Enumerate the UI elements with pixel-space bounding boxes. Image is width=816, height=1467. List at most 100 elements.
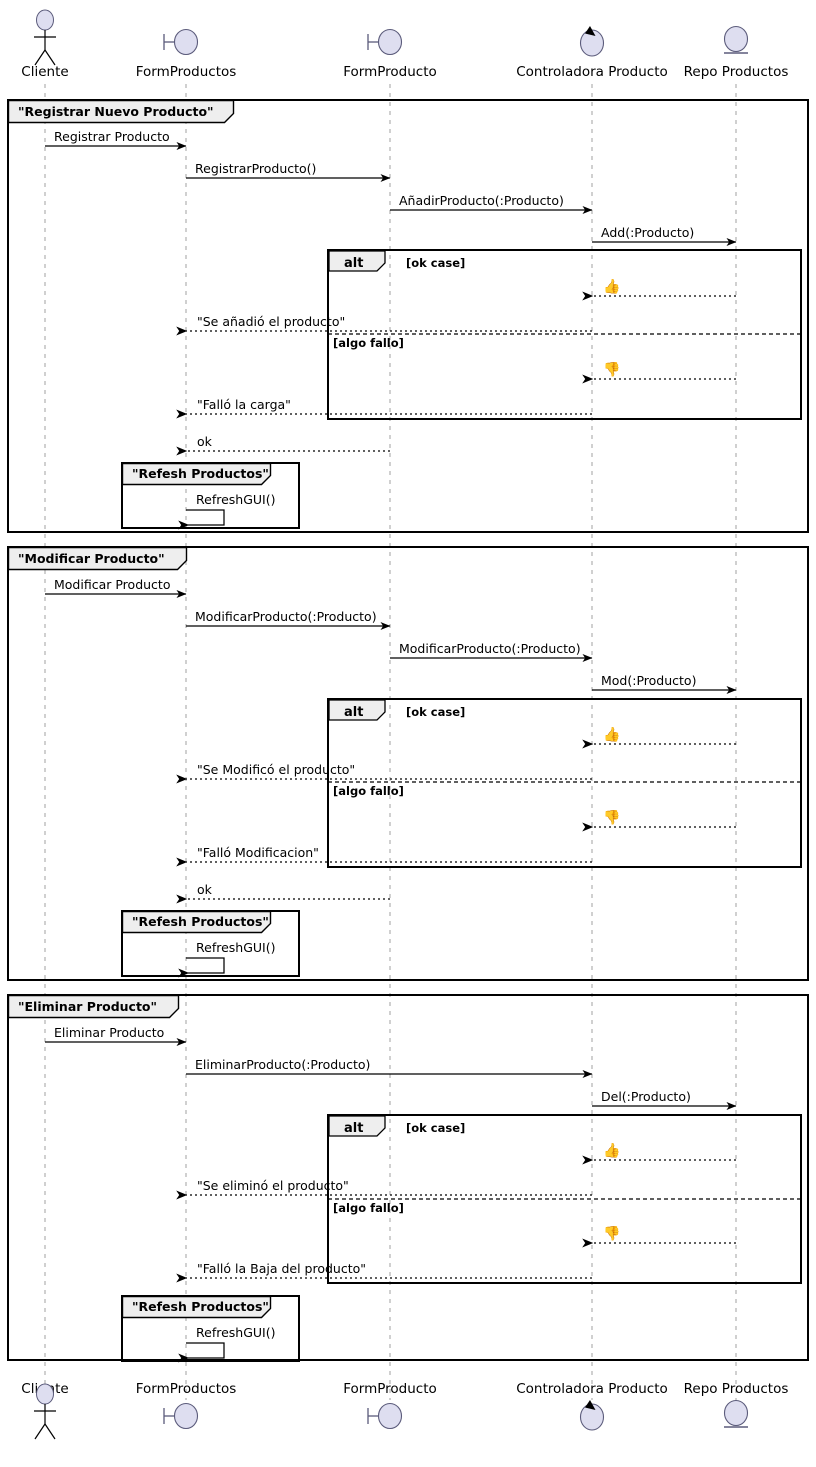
thumbs-up-icon: 👍 <box>603 726 620 743</box>
message-m21: Eliminar Producto <box>45 1025 187 1046</box>
message-label-m11: Modificar Producto <box>54 577 170 592</box>
message-m11: Modificar Producto <box>45 577 187 598</box>
message-m22: EliminarProducto(:Producto) <box>186 1057 593 1078</box>
frame-registrar: "Registrar Nuevo Producto" <box>7 99 809 533</box>
participant-label-cliente: Cliente <box>21 64 68 80</box>
thumbs-down-icon: 👎 <box>603 809 620 826</box>
actor-stickman-icon <box>34 9 56 66</box>
message-m7: 👎 <box>582 361 736 384</box>
boundary-icon <box>163 1402 199 1430</box>
frames-layer: "Registrar Nuevo Producto" Registrar Prod… <box>7 99 809 1363</box>
frame-eliminar-title: "Eliminar Producto" <box>18 999 157 1014</box>
message-m16: "Se Modificó el producto" <box>176 762 592 784</box>
thumbs-down-icon: 👎 <box>603 1225 620 1242</box>
message-m5: 👍 <box>582 278 736 301</box>
thumbs-down-icon: 👎 <box>603 361 620 378</box>
message-m15: 👍 <box>582 726 736 749</box>
participant-label-repo: Repo Productos <box>684 64 789 80</box>
participant-label-bottom-formproducto: FormProducto <box>343 1381 437 1397</box>
participants-top: Cliente FormProductos FormProducto Controla… <box>21 9 789 80</box>
message-m27: "Falló la Baja del producto" <box>176 1261 592 1283</box>
message-label-m2: RegistrarProducto() <box>195 161 316 176</box>
message-label-m21: Eliminar Producto <box>54 1025 164 1040</box>
message-label-m19: ok <box>197 882 213 897</box>
self-message-m20: RefreshGUI() <box>178 940 275 978</box>
message-m24: 👍 <box>582 1142 736 1165</box>
self-message-m10: RefreshGUI() <box>178 492 275 530</box>
message-label-m18: "Falló Modificacion" <box>197 845 319 860</box>
message-m18: "Falló Modificacion" <box>176 845 592 867</box>
frame-refesh-2-title: "Refesh Productos" <box>132 914 269 929</box>
frame-modificar-title: "Modificar Producto" <box>18 551 165 566</box>
message-m2: RegistrarProducto() <box>186 161 391 182</box>
message-label-m10: RefreshGUI() <box>196 492 275 507</box>
message-label-m22: EliminarProducto(:Producto) <box>195 1057 370 1072</box>
boundary-icon <box>163 28 199 56</box>
boundary-icon <box>367 1402 403 1430</box>
entity-icon <box>723 1399 749 1428</box>
message-m12: ModificarProducto(:Producto) <box>186 609 391 630</box>
message-label-m6: "Se añadió el producto" <box>197 314 345 329</box>
frame-modificar: "Modificar Producto" <box>7 546 809 981</box>
message-label-m9: ok <box>197 434 213 449</box>
message-m6: "Se añadió el producto" <box>176 314 592 336</box>
entity-icon <box>723 25 749 54</box>
message-m1: Registrar Producto <box>45 129 187 150</box>
message-m17: 👎 <box>582 809 736 832</box>
frame-refesh-3-title: "Refesh Productos" <box>132 1299 269 1314</box>
self-message-m28: RefreshGUI() <box>178 1325 275 1363</box>
message-m14: Mod(:Producto) <box>592 673 737 694</box>
frame-registrar-guard-0: [ok case] <box>406 256 465 270</box>
message-label-m23: Del(:Producto) <box>601 1089 691 1104</box>
thumbs-up-icon: 👍 <box>603 278 620 295</box>
message-m4: Add(:Producto) <box>592 225 737 246</box>
message-label-m12: ModificarProducto(:Producto) <box>195 609 377 624</box>
frame-eliminar-guard-0: [ok case] <box>406 1121 465 1135</box>
message-m13: ModificarProducto(:Producto) <box>390 641 593 662</box>
message-m26: 👎 <box>582 1225 736 1248</box>
frame-registrar-alt-keyword: alt <box>344 256 363 271</box>
frame-registrar-guard-1: [algo fallo] <box>333 336 404 350</box>
control-icon <box>579 1400 605 1431</box>
participant-label-bottom-controladora: Controladora Producto <box>516 1381 668 1397</box>
message-label-m25: "Se eliminó el producto" <box>197 1178 349 1193</box>
message-label-m20: RefreshGUI() <box>196 940 275 955</box>
message-m19: ok <box>176 882 390 904</box>
message-label-m1: Registrar Producto <box>54 129 170 144</box>
message-m8: "Falló la carga" <box>176 397 592 419</box>
frame-modificar-alt-keyword: alt <box>344 705 363 720</box>
participants-bottom: ClienteFormProductosFormProductoControla… <box>21 1381 789 1440</box>
message-m9: ok <box>176 434 390 456</box>
frame-registrar-alt-fragment: alt [ok case] [algo fallo] <box>327 249 802 420</box>
frame-registrar-title: "Registrar Nuevo Producto" <box>18 104 214 119</box>
participant-label-controladora: Controladora Producto <box>516 64 668 80</box>
boundary-icon <box>367 28 403 56</box>
frame-modificar-guard-0: [ok case] <box>406 705 465 719</box>
message-m23: Del(:Producto) <box>592 1089 737 1110</box>
thumbs-up-icon: 👍 <box>603 1142 620 1159</box>
message-m25: "Se eliminó el producto" <box>176 1178 592 1200</box>
participant-label-bottom-repo: Repo Productos <box>684 1381 789 1397</box>
message-label-m8: "Falló la carga" <box>197 397 291 412</box>
message-label-m13: ModificarProducto(:Producto) <box>399 641 581 656</box>
frame-eliminar-alt-keyword: alt <box>344 1121 363 1136</box>
frame-refesh-2: "Refesh Productos" <box>121 910 300 977</box>
frame-modificar-alt-fragment: alt [ok case] [algo fallo] <box>327 698 802 868</box>
message-label-m4: Add(:Producto) <box>601 225 694 240</box>
participant-label-formproductos: FormProductos <box>136 64 237 80</box>
message-label-m16: "Se Modificó el producto" <box>197 762 355 777</box>
actor-stickman-icon <box>34 1383 56 1440</box>
frame-refesh-3: "Refesh Productos" <box>121 1295 300 1362</box>
message-label-m27: "Falló la Baja del producto" <box>197 1261 366 1276</box>
participant-label-bottom-formproductos: FormProductos <box>136 1381 237 1397</box>
frame-refesh-1-title: "Refesh Productos" <box>132 466 269 481</box>
participant-label-formproducto: FormProducto <box>343 64 437 80</box>
frame-modificar-guard-1: [algo fallo] <box>333 784 404 798</box>
message-label-m14: Mod(:Producto) <box>601 673 696 688</box>
message-label-m3: AñadirProducto(:Producto) <box>399 193 564 208</box>
frame-eliminar-guard-1: [algo fallo] <box>333 1201 404 1215</box>
frame-eliminar-alt-fragment: alt [ok case] [algo fallo] <box>327 1114 802 1284</box>
frame-eliminar: "Eliminar Producto" <box>7 994 809 1361</box>
